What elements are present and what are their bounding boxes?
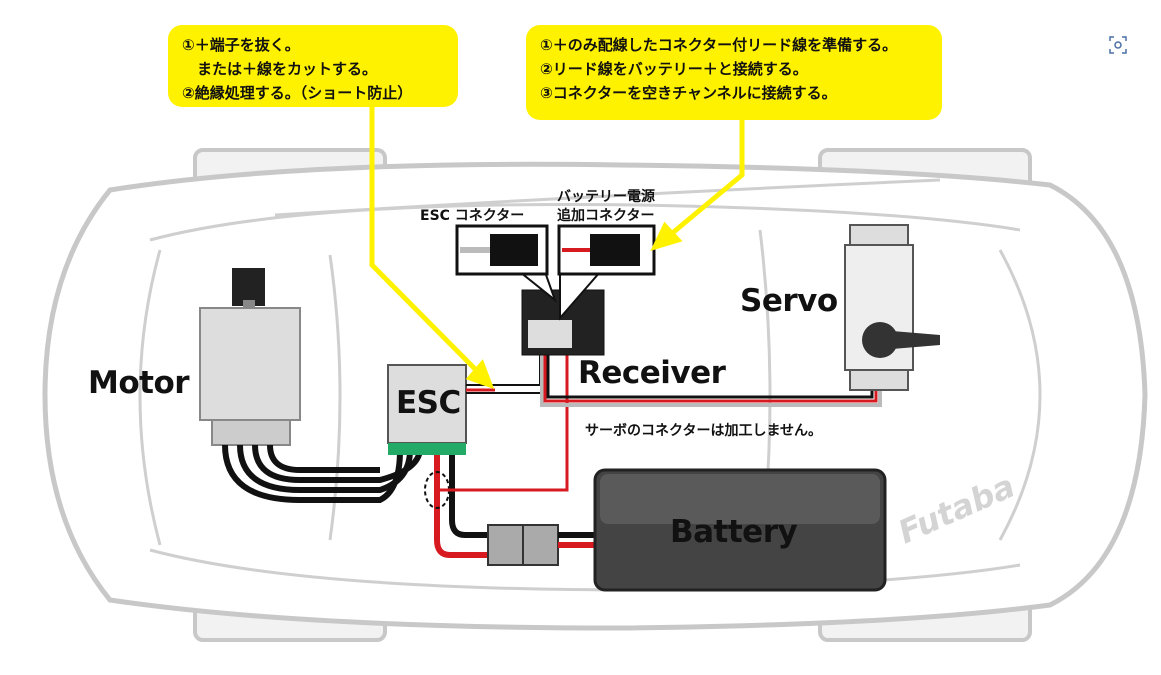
battery-connector-label-1: バッテリー電源 xyxy=(557,189,655,205)
callout-arrows xyxy=(369,105,745,390)
visual-search-icon[interactable] xyxy=(1109,36,1127,54)
callout-line: ①＋端子を抜く。 xyxy=(182,36,300,54)
motor xyxy=(199,268,301,446)
receiver-label: Receiver xyxy=(578,355,726,391)
callout-line: ②絶縁処理する。（ショート防止） xyxy=(182,84,413,102)
callout-line: ③コネクターを空きチャンネルに接続する。 xyxy=(540,84,837,102)
callout-line: ①＋のみ配線したコネクター付リード線を準備する。 xyxy=(540,36,898,54)
servo-note: サーボのコネクターは加工しません。 xyxy=(585,423,823,439)
esc-connector-inset xyxy=(455,224,558,303)
motor-label: Motor xyxy=(88,365,190,401)
esc-label: ESC xyxy=(396,385,461,421)
battery-label: Battery xyxy=(670,514,798,550)
battery-negative-wire xyxy=(449,455,490,538)
battery-positive-wire xyxy=(434,455,490,558)
callout-esc-instructions: ①＋端子を抜く。 または＋線をカットする。 ②絶縁処理する。（ショート防止） xyxy=(168,25,458,107)
esc-box xyxy=(387,364,467,444)
servo xyxy=(844,224,940,391)
servo-label: Servo xyxy=(740,283,838,319)
callout-connector-instructions: ①＋のみ配線したコネクター付リード線を準備する。 ②リード線をバッテリー＋と接続… xyxy=(526,25,942,120)
callout-line: または＋線をカットする。 xyxy=(182,60,378,78)
esc-connector-label: ESC コネクター xyxy=(420,208,525,224)
added-positive-lead xyxy=(437,335,569,492)
battery-connector-label-2: 追加コネクター xyxy=(557,208,655,224)
battery-connector-inset xyxy=(557,224,656,321)
callout-line: ②リード線をバッテリー＋と接続する。 xyxy=(540,60,808,78)
motor-wires xyxy=(222,444,423,503)
esc-terminals xyxy=(388,443,466,455)
